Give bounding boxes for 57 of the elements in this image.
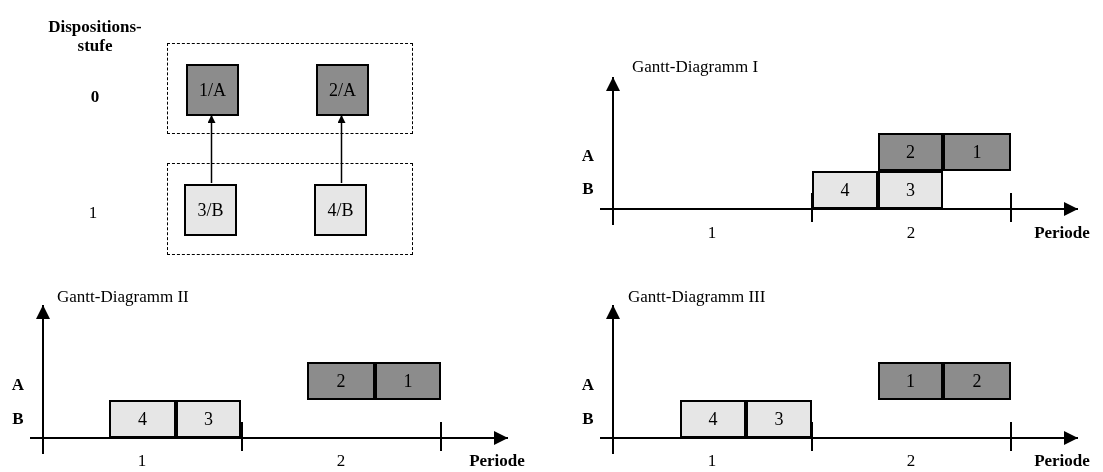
period-label: 1 xyxy=(707,224,717,243)
chart-title: Gantt-Diagramm I xyxy=(632,58,759,77)
row-label: A xyxy=(581,147,595,166)
task-label: 2/A xyxy=(329,79,356,101)
level-group-box xyxy=(167,43,413,134)
axis-label: Periode xyxy=(1034,452,1090,471)
task-box xyxy=(316,64,369,116)
task-label: 2 xyxy=(972,370,982,392)
task-label: 4/B xyxy=(327,199,354,221)
level-number: 1 xyxy=(88,204,98,223)
task-label: 3/B xyxy=(197,199,224,221)
period-label: 1 xyxy=(707,452,717,471)
task-box xyxy=(878,133,943,171)
task-box xyxy=(746,400,812,438)
task-label: 3 xyxy=(774,408,784,430)
level-number: 0 xyxy=(90,88,100,107)
task-box xyxy=(314,184,367,236)
arrow xyxy=(207,114,216,184)
task-box xyxy=(812,171,878,209)
task-box xyxy=(943,133,1011,171)
row-label: B xyxy=(582,410,594,429)
task-label: 1 xyxy=(972,141,982,163)
axis-label: Periode xyxy=(1034,224,1090,243)
task-label: 4 xyxy=(708,408,718,430)
task-box xyxy=(307,362,375,400)
task-box xyxy=(176,400,241,438)
task-box xyxy=(186,64,239,116)
task-box xyxy=(184,184,237,236)
task-label: 4 xyxy=(138,408,147,430)
row-label: B xyxy=(582,180,594,199)
level-group-box xyxy=(167,163,413,255)
task-box xyxy=(680,400,746,438)
axis-title: Dispositions- stufe xyxy=(47,18,143,56)
period-label: 2 xyxy=(906,452,916,471)
row-label: A xyxy=(581,376,595,395)
chart-title: Gantt-Diagramm III xyxy=(628,288,766,307)
task-label: 3 xyxy=(204,408,213,430)
task-box xyxy=(375,362,441,400)
row-label: B xyxy=(12,410,24,429)
task-label: 4 xyxy=(840,179,850,201)
task-box xyxy=(878,171,943,209)
task-label: 2 xyxy=(336,370,346,392)
period-label: 2 xyxy=(906,224,916,243)
arrow xyxy=(337,114,346,184)
task-box xyxy=(878,362,943,400)
task-label: 3 xyxy=(906,179,915,201)
task-label: 2 xyxy=(906,141,915,163)
row-label: A xyxy=(11,376,25,395)
task-label: 1 xyxy=(403,370,413,392)
period-label: 2 xyxy=(336,452,346,471)
task-box xyxy=(109,400,176,438)
period-label: 1 xyxy=(137,452,147,471)
task-label: 1/A xyxy=(199,79,226,101)
task-box xyxy=(943,362,1011,400)
axis-label: Periode xyxy=(469,452,525,471)
chart-title: Gantt-Diagramm II xyxy=(57,288,189,307)
task-label: 1 xyxy=(906,370,915,392)
